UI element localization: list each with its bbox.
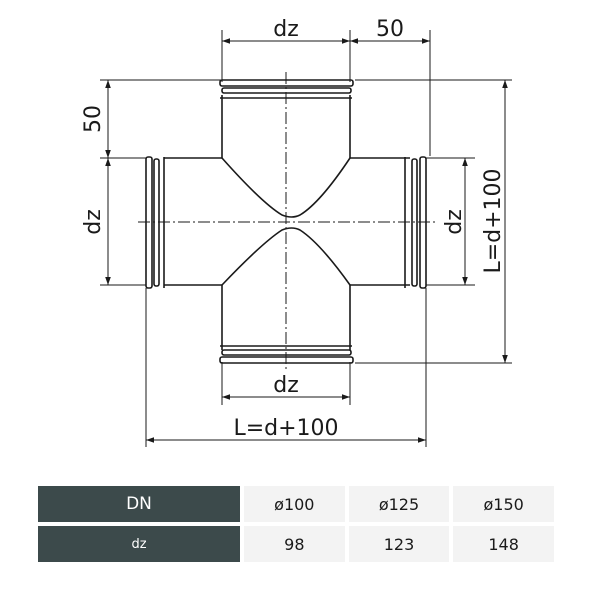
dimensions-table: DN ø100 ø125 ø150 dz 98 123 148 [34, 482, 558, 566]
extension-lines [100, 30, 512, 447]
row-header-dn: DN [38, 486, 240, 522]
cross-body [164, 95, 410, 350]
table-cell: 98 [244, 526, 345, 562]
dim-left-dz-label: dz [81, 209, 106, 235]
table-row: dz 98 123 148 [38, 526, 554, 562]
dim-right-dz-label: dz [442, 209, 467, 235]
table-cell: 123 [348, 526, 450, 562]
row-header-dz: dz [38, 526, 240, 562]
dim-top-dz-label: dz [273, 17, 299, 42]
table-cell: ø125 [348, 486, 450, 522]
cross-fitting-drawing: dz 50 50 dz dz L=d+100 dz L=d+100 [81, 17, 512, 447]
dim-bottom-length-label: L=d+100 [233, 416, 338, 441]
table-cell: ø150 [453, 486, 554, 522]
table-cell: ø100 [244, 486, 345, 522]
dim-right-length-label: L=d+100 [481, 168, 506, 273]
table-row: DN ø100 ø125 ø150 [38, 486, 554, 522]
dim-top-50-label: 50 [376, 17, 404, 42]
table-cell: 148 [453, 526, 554, 562]
centre-lines [138, 72, 436, 372]
dim-left-50-label: 50 [81, 105, 106, 133]
dim-bottom-dz-label: dz [273, 373, 299, 398]
dimension-lines [105, 38, 508, 443]
